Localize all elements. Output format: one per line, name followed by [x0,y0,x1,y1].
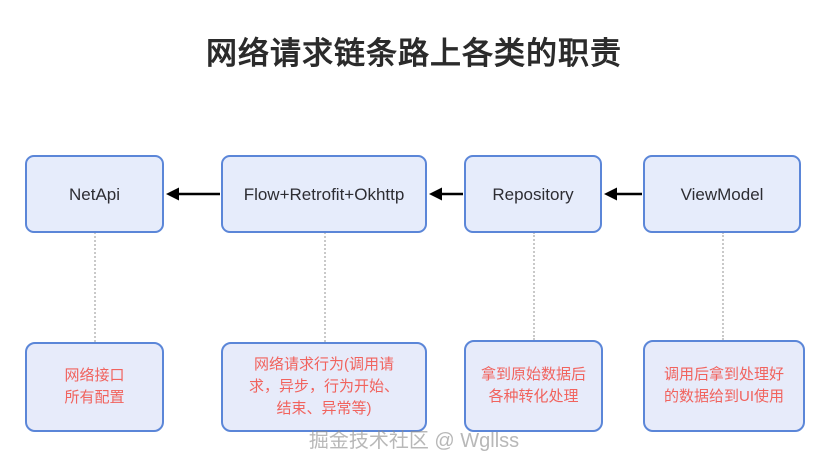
note-viewmodel[interactable]: 调用后拿到处理好 的数据给到UI使用 [643,340,805,432]
note-repository[interactable]: 拿到原始数据后 各种转化处理 [464,340,603,432]
node-repository-label: Repository [492,184,574,204]
arrow-viewmodel-to-repository [604,185,643,203]
node-flow-retrofit-okhttp[interactable]: Flow+Retrofit+Okhttp [221,155,427,233]
note-viewmodel-text: 调用后拿到处理好 的数据给到UI使用 [663,366,784,405]
note-flow-retrofit-okhttp-text: 网络请求行为(调用请 求，异步，行为开始、 结束、异常等) [248,356,399,417]
node-flow-retrofit-okhttp-label: Flow+Retrofit+Okhttp [243,184,405,204]
arrow-repository-to-flow [429,185,464,203]
node-netapi[interactable]: NetApi [25,155,164,233]
arrow-flow-to-netapi [166,185,221,203]
page-title: 网络请求链条路上各类的职责 [206,36,622,71]
connector-flow [324,232,326,342]
note-netapi-text: 网络接口 所有配置 [64,367,125,406]
node-repository[interactable]: Repository [464,155,602,233]
connector-repository [533,232,535,340]
node-viewmodel-label: ViewModel [680,184,764,204]
note-netapi[interactable]: 网络接口 所有配置 [25,342,164,432]
node-viewmodel[interactable]: ViewModel [643,155,801,233]
node-netapi-label: NetApi [68,184,121,204]
note-flow-retrofit-okhttp[interactable]: 网络请求行为(调用请 求，异步，行为开始、 结束、异常等) [221,342,427,432]
connector-netapi [94,232,96,342]
note-repository-text: 拿到原始数据后 各种转化处理 [480,366,586,405]
connector-viewmodel [722,232,724,340]
